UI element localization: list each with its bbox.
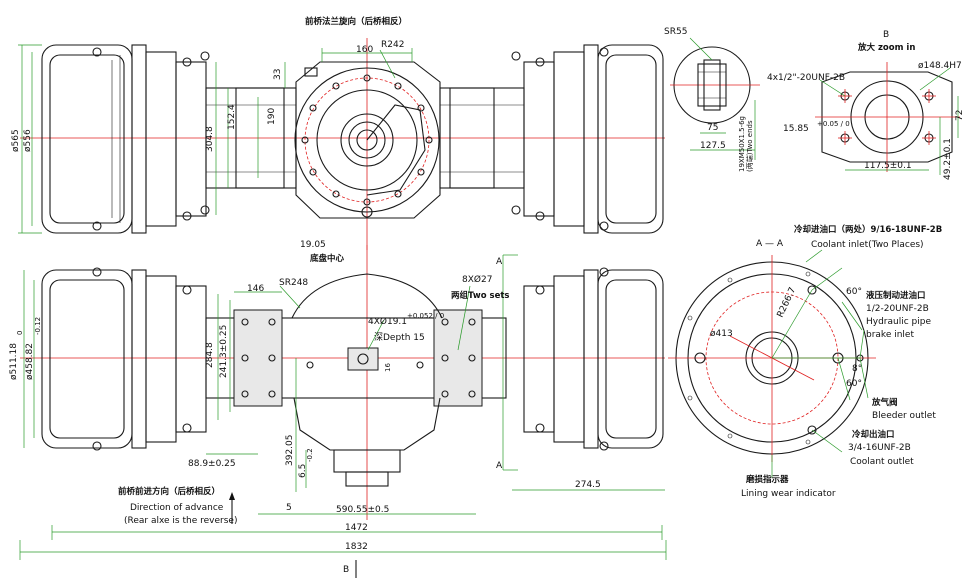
holes-8x27: 8XØ27 — [462, 274, 492, 285]
thread-label: 19XM50X1.5-6g — [738, 116, 746, 172]
top-flange-bolts — [301, 74, 433, 206]
top-left-wheel-hub — [41, 44, 210, 234]
dim-88-9: 88.9±0.25 — [188, 459, 236, 469]
advance-arrow-icon — [229, 492, 235, 500]
section-aa-title: A — A — [756, 239, 784, 249]
dim-392: 392.05 — [285, 435, 295, 467]
detail-sr55: SR55 75 127.5 19XM50X1.5-6g (两端)Two ends — [664, 27, 760, 172]
section-a-top: A — [496, 257, 503, 267]
holes-4x19: 4XØ19.1 — [368, 316, 407, 327]
advance-en1: Direction of advance — [130, 503, 224, 513]
angle-60-bottom: 60° — [846, 379, 862, 389]
dim-556: ø556 — [23, 129, 33, 152]
front-differential — [291, 273, 443, 487]
chassis-center-label: 底盘中心 — [310, 253, 345, 264]
dim-6-5: 6.5 — [298, 464, 308, 478]
dim-5: 5 — [286, 503, 292, 513]
sr248-label: SR248 — [279, 278, 308, 288]
dim-458: ø458.82 — [25, 343, 35, 380]
front-view: 19.05 底盘中心 SR248 146 8XØ27 两组Two sets 4X… — [9, 240, 667, 578]
dim-284: 284.8 — [205, 342, 215, 368]
angle-8: 8° — [852, 364, 862, 374]
hydraulic-inlet-cn: 液压制动进油口 — [866, 290, 926, 301]
section-aa: A — A 冷却进油口（两处）9/16-18UNF-2B Coolant inl… — [668, 224, 942, 499]
two-sets-label: 两组Two sets — [451, 290, 509, 301]
dim-33: 33 — [273, 69, 283, 80]
sr55-label: SR55 — [664, 27, 687, 37]
dim-511-tol: 0 — [16, 331, 24, 335]
detail-b-bore: ø148.4H7 — [918, 61, 962, 71]
dim-6-5-tol: -0.2 — [306, 448, 314, 462]
detail-b-holes: 4x1/2"-20UNF-2B — [767, 73, 845, 83]
advance-direction-note: 前桥前进方向（后桥相反） Direction of advance (Rear … — [118, 486, 237, 526]
dim-15-85-tol: +0.05 / 0 — [817, 120, 850, 128]
dim-511: ø511.18 — [9, 343, 19, 380]
dim-146: 146 — [247, 284, 264, 294]
dim-160: 160 — [356, 45, 373, 55]
detail-b: B 放大 zoom in 4x1/2"-20UNF-2B ø148.4H7 15… — [767, 30, 965, 180]
dim-16: 16 — [384, 363, 392, 372]
dim-72: 72 — [955, 110, 965, 121]
dim-274: 274.5 — [575, 480, 601, 490]
dim-117: 117.5±0.1 — [864, 161, 912, 171]
dim-590: 590.55±0.5 — [336, 505, 389, 515]
hydraulic-inlet-thread: 1/2-20UNF-2B — [866, 304, 929, 314]
thread-note: (两端)Two ends — [745, 120, 754, 172]
wear-indicator-en: Lining wear indicator — [741, 489, 836, 499]
coolant-outlet-en: Coolant outlet — [850, 457, 914, 467]
dim-127: 127.5 — [700, 141, 726, 151]
hydraulic-inlet-en2: brake inlet — [866, 330, 914, 340]
dim-304: 304.8 — [205, 126, 215, 152]
coolant-inlet-en: Coolant inlet(Two Places) — [811, 240, 924, 250]
dim-15-85: 15.85 — [783, 124, 809, 134]
coolant-outlet-thread: 3/4-16UNF-2B — [848, 443, 911, 453]
bleeder-en: Bleeder outlet — [872, 411, 936, 421]
top-dimensions — [18, 44, 413, 234]
front-dimensions — [19, 254, 667, 560]
holes-4x19-tol: +0.052 / 0 — [407, 312, 444, 320]
advance-en2: (Rear alxe is the reverse) — [124, 516, 237, 526]
dim-1832: 1832 — [345, 542, 368, 552]
angle-60-top: 60° — [846, 287, 862, 297]
dim-152: 152.4 — [227, 104, 237, 130]
dim-413: ø413 — [710, 329, 733, 339]
coolant-outlet-cn: 冷却出油口 — [852, 429, 895, 440]
dim-1472: 1472 — [345, 523, 368, 533]
section-a-bottom: A — [496, 461, 503, 471]
top-view: 前桥法兰旋向（后桥相反） 160 R242 33 152.4 190 304.8… — [11, 16, 665, 250]
dim-r242: R242 — [381, 40, 404, 50]
dim-565: ø565 — [11, 129, 21, 152]
detail-b-title: 放大 zoom in — [857, 42, 915, 53]
dim-75: 75 — [707, 123, 718, 133]
advance-cn: 前桥前进方向（后桥相反） — [118, 486, 220, 497]
dim-19-05: 19.05 — [300, 240, 326, 250]
dim-458-tol: -0.12 — [34, 317, 42, 335]
hydraulic-inlet-en1: Hydraulic pipe — [866, 317, 931, 327]
front-left-wheel-hub — [41, 267, 207, 451]
dim-r266: R266.7 — [776, 286, 799, 319]
top-right-wheel-hub — [511, 44, 664, 234]
top-view-title: 前桥法兰旋向（后桥相反） — [305, 16, 407, 27]
front-right-wheel-hub — [523, 267, 664, 451]
dim-241: 241.3±0.25 — [219, 325, 229, 378]
section-b-label: B — [343, 565, 349, 575]
top-differential — [294, 61, 441, 219]
depth-15: 深Depth 15 — [374, 332, 425, 343]
coolant-inlet-cn: 冷却进油口（两处）9/16-18UNF-2B — [794, 224, 942, 235]
dim-49: 49.2±0.1 — [943, 138, 953, 180]
front-axle-housing — [205, 309, 507, 407]
dim-190: 190 — [267, 108, 277, 125]
bleeder-cn: 放气阀 — [871, 397, 898, 408]
detail-b-section: B — [883, 30, 889, 40]
wear-indicator-cn: 磨损指示器 — [745, 474, 789, 485]
